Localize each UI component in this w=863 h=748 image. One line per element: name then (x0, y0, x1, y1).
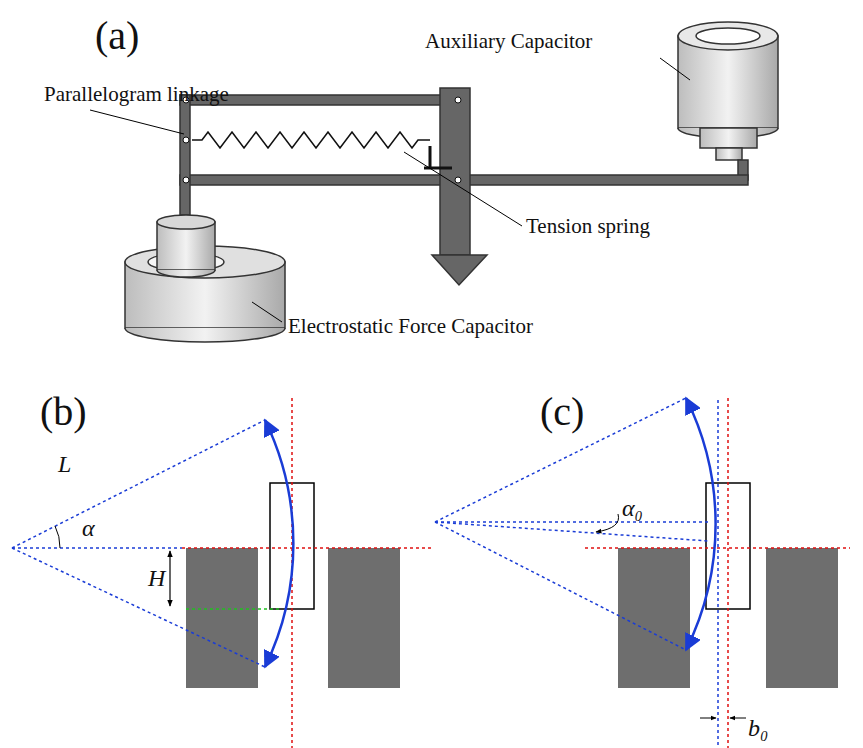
dimension-symbol: b₀ (748, 716, 768, 740)
angle-symbol: α₀ (622, 496, 643, 520)
part-name: Tension spring (526, 216, 650, 237)
panel-c (435, 398, 850, 748)
dimension-symbol: H (148, 566, 165, 590)
panel-letter: (a) (95, 16, 139, 56)
mechanism (125, 22, 778, 342)
part-name: Parallelogram linkage (44, 84, 229, 105)
panel-letter: (c) (540, 392, 584, 432)
panel-b (12, 398, 432, 748)
dimension-symbol: L (58, 452, 71, 476)
part-name: Auxiliary Capacitor (425, 31, 592, 52)
part-name: Electrostatic Force Capacitor (288, 316, 533, 337)
angle-symbol: α (82, 516, 95, 540)
panel-letter: (b) (40, 392, 87, 432)
